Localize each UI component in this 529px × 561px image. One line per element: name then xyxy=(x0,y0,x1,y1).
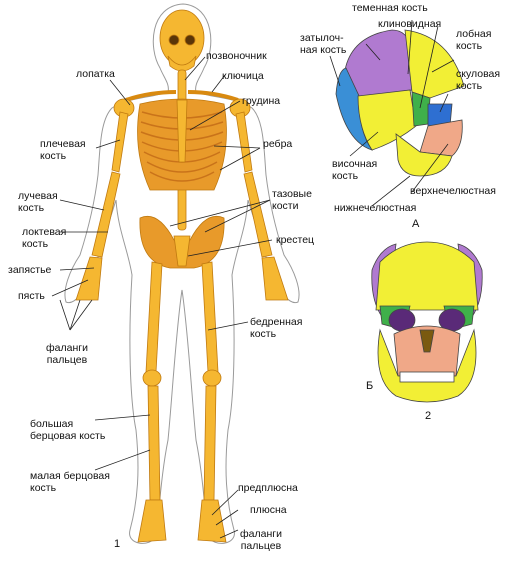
skeleton-jaw xyxy=(167,55,197,72)
skeleton-leader-lines xyxy=(51,56,273,539)
label-spine: позвоночник xyxy=(206,50,267,62)
label-frontal: лобная кость xyxy=(456,28,491,52)
skull-frontal-frontal xyxy=(375,241,479,311)
label-temporal: височная кость xyxy=(332,158,377,182)
skull-frontal-teeth xyxy=(399,371,455,383)
label-tarsus: предплюсна xyxy=(238,482,298,494)
label-pelvic-line1: тазовые xyxy=(272,188,312,200)
label-phalanges-hand: фаланги пальцев xyxy=(46,342,88,366)
label-pelvic: тазовые кости xyxy=(272,188,312,212)
label-occipital-line2: ная кость xyxy=(300,44,347,56)
label-tibia-line2: берцовая кость xyxy=(30,430,106,442)
skull-lateral xyxy=(335,29,465,177)
skeleton-foot-right xyxy=(197,499,227,543)
label-radius-line1: лучевая xyxy=(18,190,58,202)
label-parietal: теменная кость xyxy=(352,2,428,14)
label-frontal-line2: кость xyxy=(456,40,483,52)
label-tibia: большая берцовая кость xyxy=(30,418,105,442)
skeleton-femur-left xyxy=(145,261,163,373)
label-phalanges-hand-line2: пальцев xyxy=(46,354,88,366)
skeleton-skull xyxy=(159,9,205,67)
figure-number-skeleton: 1 xyxy=(114,538,121,550)
label-tibia-line1: большая xyxy=(30,418,74,430)
panel-letter-b: Б xyxy=(366,380,374,392)
skull-frontal-nose xyxy=(419,329,435,353)
skeleton xyxy=(75,9,289,543)
skull-lateral-frontal xyxy=(404,29,465,99)
label-mandible: нижнечелюстная xyxy=(334,202,417,214)
label-temporal-line2: кость xyxy=(332,170,359,182)
skeleton-clavicle-left xyxy=(125,90,177,102)
label-femur-line2: кость xyxy=(250,328,277,340)
label-pelvic-line2: кости xyxy=(272,200,299,212)
label-humerus-line2: кость xyxy=(40,150,67,162)
label-wrist: запястье xyxy=(8,264,52,276)
skeleton-tibia-left xyxy=(147,385,161,501)
skull-frontal xyxy=(371,241,483,403)
label-scapula: лопатка xyxy=(76,68,115,80)
skeleton-knee-right xyxy=(202,369,222,387)
figure-number-skull: 2 xyxy=(425,410,432,422)
label-femur: бедренная кость xyxy=(250,316,302,340)
label-femur-line1: бедренная xyxy=(250,316,303,328)
skull-lateral-temporal xyxy=(357,89,417,151)
label-ulna: локтевая кость xyxy=(22,226,66,250)
panel-letter-a: А xyxy=(412,218,420,230)
skeleton-eye-left xyxy=(168,34,180,46)
skeleton-forearm-right xyxy=(243,171,273,258)
skeleton-hand-right xyxy=(261,256,289,301)
label-radius: лучевая кость xyxy=(18,190,58,214)
label-phalanges-foot-line2: пальцев xyxy=(240,540,282,552)
label-fibula-line2: кость xyxy=(30,482,57,494)
label-zygomatic-line2: кость xyxy=(456,80,483,92)
skeleton-femur-right xyxy=(201,261,219,373)
skeleton-forearm-left xyxy=(91,171,121,258)
skeleton-humerus-right xyxy=(235,111,253,173)
label-humerus: плечевая кость xyxy=(40,138,86,162)
skull-lateral-sphenoid xyxy=(411,91,431,127)
skull-lateral-mandible xyxy=(395,133,453,177)
label-metacarpus: пясть xyxy=(18,290,45,302)
label-occipital-line1: затылоч- xyxy=(300,32,344,44)
skeleton-tibia-right xyxy=(203,385,217,501)
label-ulna-line2: кость xyxy=(22,238,49,250)
skull-lateral-leader-lines xyxy=(329,19,455,207)
label-ulna-line1: локтевая xyxy=(22,226,67,238)
label-sternum: грудина xyxy=(242,95,281,107)
skull-frontal-mandible xyxy=(377,328,477,403)
label-sacrum: крестец xyxy=(276,234,315,246)
skeleton-foot-left xyxy=(137,499,167,543)
skeleton-clavicle-right xyxy=(187,90,239,102)
skeleton-sacrum xyxy=(173,235,191,267)
skeleton-humerus-left xyxy=(111,111,129,173)
label-sphenoid: клиновидная xyxy=(378,18,442,30)
label-metatarsus: плюсна xyxy=(250,504,287,516)
label-phalanges-foot: фаланги пальцев xyxy=(240,528,282,552)
label-clavicle: ключица xyxy=(222,70,264,82)
skeleton-knee-left xyxy=(142,369,162,387)
label-zygomatic: скуловая кость xyxy=(456,68,500,92)
skeleton-hand-left xyxy=(75,256,103,301)
label-radius-line2: кость xyxy=(18,202,45,214)
label-frontal-line1: лобная xyxy=(456,28,492,40)
label-fibula: малая берцовая кость xyxy=(30,470,110,494)
label-phalanges-foot-line1: фаланги xyxy=(240,528,282,540)
label-zygomatic-line1: скуловая xyxy=(456,68,501,80)
label-temporal-line1: височная xyxy=(332,158,378,170)
label-occipital: затылоч- ная кость xyxy=(300,32,346,56)
label-phalanges-hand-line1: фаланги xyxy=(46,342,88,354)
skeleton-sternum xyxy=(176,99,188,163)
skeleton-eye-right xyxy=(184,34,196,46)
skull-lateral-maxilla xyxy=(419,119,463,157)
label-fibula-line1: малая берцовая xyxy=(30,470,110,482)
label-ribs: ребра xyxy=(263,138,293,150)
label-humerus-line1: плечевая xyxy=(40,138,86,150)
body-outline xyxy=(64,3,300,544)
label-maxilla: верхнечелюстная xyxy=(410,185,496,197)
